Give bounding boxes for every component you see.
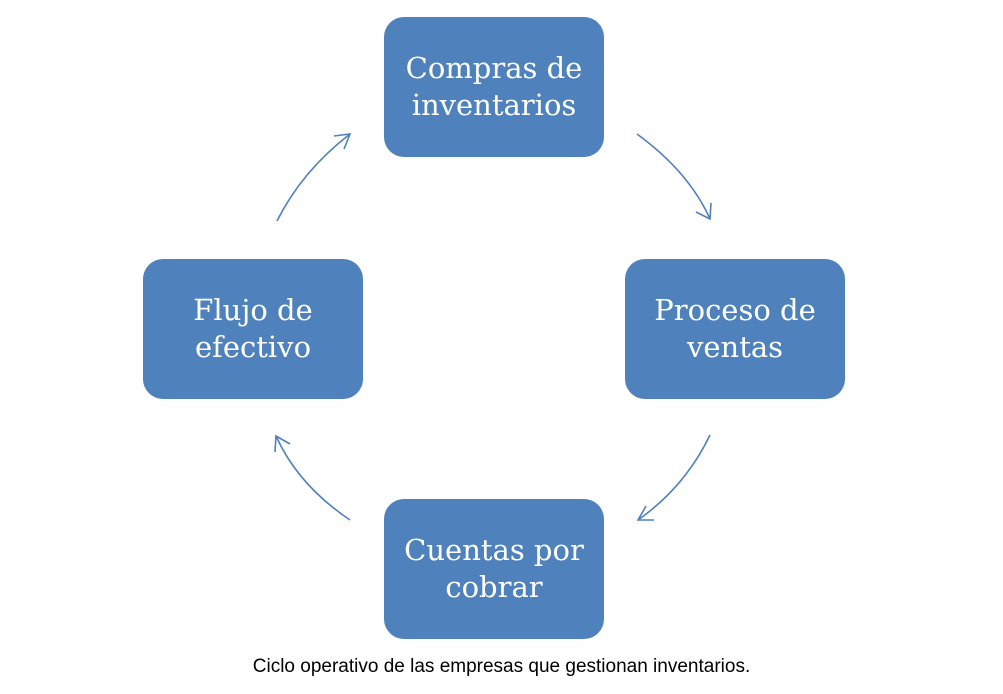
- node-label: Flujo de efectivo: [193, 293, 313, 364]
- node-label: Proceso de ventas: [654, 293, 816, 364]
- figure-caption: Ciclo operativo de las empresas que gest…: [252, 656, 751, 677]
- node-proceso-de-ventas: Proceso de ventas: [625, 259, 845, 399]
- node-label: Cuentas por cobrar: [404, 533, 584, 604]
- node-flujo-de-efectivo: Flujo de efectivo: [143, 259, 363, 399]
- arrow-left-to-top: [276, 133, 352, 222]
- node-compras-de-inventarios: Compras de inventarios: [384, 17, 604, 157]
- arrow-right-to-bottom: [636, 434, 711, 521]
- node-label: Compras de inventarios: [405, 51, 583, 122]
- arrow-top-to-right: [636, 133, 712, 221]
- node-cuentas-por-cobrar: Cuentas por cobrar: [384, 499, 604, 639]
- arrow-bottom-to-left: [274, 434, 351, 521]
